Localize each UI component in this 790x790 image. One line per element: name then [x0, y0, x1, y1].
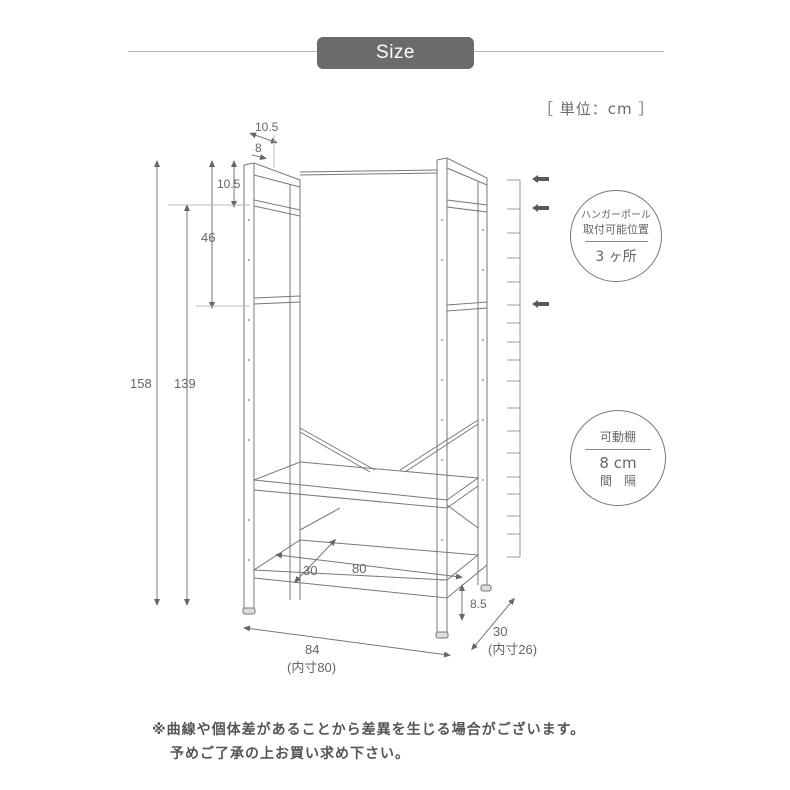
- unit-label: ［ 単位：cm ］: [538, 100, 655, 118]
- dim-floor-clearance: 8.5: [470, 597, 487, 611]
- disclaimer-line1: ※曲線や個体差があることから差異を生じる場合がございます。: [152, 722, 586, 738]
- movable-shelf-badge: 可動棚 8 cm 間 隔: [570, 410, 666, 506]
- hanger-badge-line1: ハンガーポール: [581, 210, 651, 221]
- dim-inner-depth: (内寸26): [488, 642, 538, 657]
- dim-shelf-depth: 30: [303, 563, 318, 578]
- shelf-badge-value: 8 cm: [599, 453, 637, 472]
- dim-inner-width: (内寸80): [287, 660, 337, 675]
- arrow-icon: [532, 175, 549, 308]
- dim-top-to-pole: 10.5: [217, 177, 241, 191]
- header-rule-left: [128, 51, 318, 52]
- dim-total-width: 84: [305, 642, 320, 657]
- dim-shelf-height: 139: [174, 376, 196, 391]
- dim-post-width: 8: [255, 141, 262, 155]
- dim-pole-spacing: 46: [201, 230, 216, 245]
- dim-shelf-width: 80: [352, 561, 367, 576]
- section-title: Size: [317, 37, 474, 69]
- badge-divider: [585, 448, 651, 450]
- dim-total-depth: 30: [493, 624, 508, 639]
- disclaimer-line2: 予めご了承の上お買い求め下さい。: [170, 746, 410, 762]
- dim-total-height: 158: [130, 376, 152, 391]
- shelf-badge-label: 可動棚: [599, 429, 636, 444]
- hanger-pole-badge: ハンガーポール 取付可能位置 3 ヶ所: [570, 190, 662, 282]
- hanger-badge-line2: 取付可能位置: [583, 223, 649, 236]
- dim-top-frame-depth: 10.5: [255, 120, 279, 134]
- badge-divider: [584, 241, 648, 242]
- shelf-badge-sub: 間 隔: [599, 473, 636, 488]
- hanger-badge-value: 3 ヶ所: [595, 249, 637, 265]
- header-rule-right: [474, 51, 664, 52]
